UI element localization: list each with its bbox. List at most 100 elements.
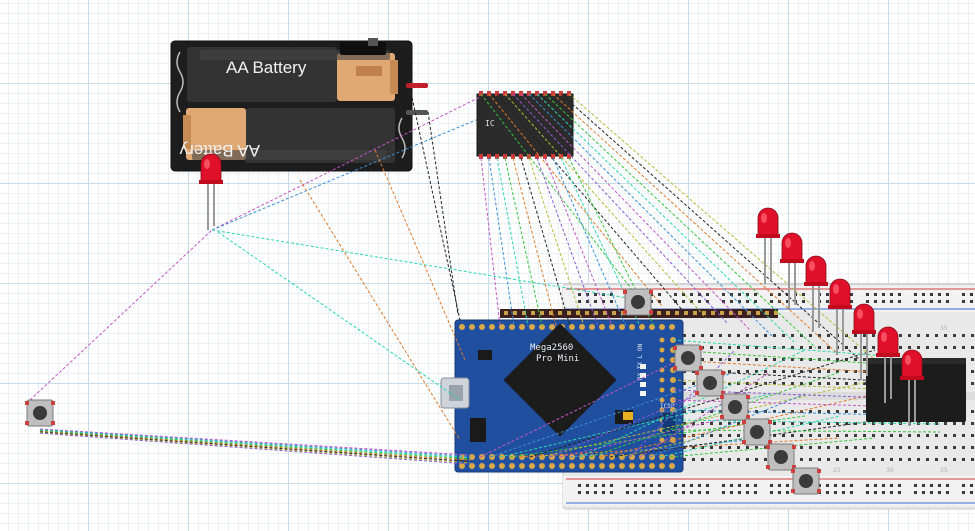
wire[interactable]: [589, 371, 841, 458]
breadboard-hole: [826, 300, 829, 303]
wire[interactable]: [579, 349, 806, 458]
wire[interactable]: [560, 93, 861, 361]
wire[interactable]: [672, 429, 941, 433]
breadboard-hole: [953, 458, 956, 461]
header-pin: [675, 311, 679, 315]
wire[interactable]: [512, 93, 729, 325]
breadboard-hole: [692, 410, 695, 413]
wire[interactable]: [39, 429, 471, 459]
wire[interactable]: [619, 437, 701, 458]
battery-terminal-negative[interactable]: [406, 110, 428, 115]
header-pin: [756, 311, 760, 315]
red-led-icon[interactable]: [900, 349, 924, 426]
wire[interactable]: [528, 157, 585, 327]
wire[interactable]: [544, 93, 817, 349]
wire[interactable]: [488, 157, 515, 327]
wire[interactable]: [479, 349, 701, 458]
wire[interactable]: [512, 157, 557, 327]
wire[interactable]: [649, 393, 806, 458]
board-pin: [509, 324, 515, 330]
breadboard-hole: [682, 484, 685, 487]
wire[interactable]: [489, 371, 736, 458]
wire[interactable]: [520, 157, 571, 327]
wire[interactable]: [536, 93, 795, 343]
pushbutton-icon[interactable]: [695, 369, 725, 397]
wire[interactable]: [539, 371, 911, 458]
wire[interactable]: [39, 429, 471, 457]
wire[interactable]: [569, 437, 771, 458]
battery-label-bottom: AA Battery: [179, 141, 260, 160]
ic-chip[interactable]: IC: [476, 91, 574, 159]
wire[interactable]: [39, 430, 471, 461]
wire[interactable]: [528, 93, 773, 337]
wire[interactable]: [211, 229, 641, 301]
wire[interactable]: [480, 157, 501, 327]
wire[interactable]: [529, 349, 876, 458]
wire[interactable]: [552, 93, 839, 355]
wire[interactable]: [672, 419, 941, 425]
red-led-icon[interactable]: [756, 207, 780, 284]
breadboard-hole: [690, 484, 693, 487]
status-led-labels: RX TX L ON: [637, 343, 644, 380]
breadboard-hole: [881, 434, 884, 437]
pushbutton-icon[interactable]: [766, 443, 796, 471]
wire[interactable]: [504, 93, 707, 319]
wire[interactable]: [39, 432, 471, 465]
breadboard-hole: [782, 434, 785, 437]
led-body: [805, 255, 827, 285]
pushbutton-icon[interactable]: [791, 467, 821, 495]
breadboard-hole: [971, 334, 974, 337]
red-led-icon[interactable]: [804, 255, 828, 332]
board-pin: [509, 463, 515, 469]
breadboard-hole: [827, 422, 830, 425]
red-led-icon[interactable]: [199, 153, 223, 230]
red-led-icon[interactable]: [780, 232, 804, 309]
wire[interactable]: [39, 430, 471, 460]
mega-pro-mini-board[interactable]: Mega2560 Pro Mini ICSP RX TX L ON: [440, 319, 684, 473]
wire[interactable]: [39, 432, 471, 464]
red-led-icon[interactable]: [876, 326, 900, 403]
battery-terminal-positive[interactable]: [406, 83, 428, 88]
wire[interactable]: [568, 93, 883, 367]
ic-pin: [503, 154, 507, 159]
breadboard-hole: [658, 300, 661, 303]
breadboard-hole: [854, 370, 857, 373]
breadboard-hole: [610, 293, 613, 296]
wire[interactable]: [427, 111, 459, 316]
wire[interactable]: [639, 371, 771, 458]
pushbutton-icon[interactable]: [720, 393, 750, 421]
button-pin: [51, 421, 55, 425]
wire[interactable]: [29, 229, 213, 401]
battery-switch[interactable]: [340, 42, 386, 55]
pushbutton-icon[interactable]: [25, 399, 55, 427]
wire[interactable]: [39, 431, 471, 462]
header-pin: [666, 311, 670, 315]
wire[interactable]: [504, 157, 543, 327]
wire[interactable]: [409, 87, 461, 321]
wire[interactable]: [544, 157, 613, 327]
red-led-icon[interactable]: [852, 303, 876, 380]
battery-pack[interactable]: AA Battery AA Battery: [170, 38, 428, 172]
wire[interactable]: [488, 93, 663, 307]
pushbutton-icon[interactable]: [623, 288, 653, 316]
wire[interactable]: [560, 157, 641, 327]
breadboard-hole: [962, 434, 965, 437]
red-led-icon[interactable]: [828, 278, 852, 355]
wire[interactable]: [374, 149, 466, 361]
breadboard-hole: [836, 422, 839, 425]
wire[interactable]: [496, 157, 529, 327]
wire[interactable]: [217, 231, 461, 401]
wire[interactable]: [299, 179, 461, 441]
pushbutton-icon[interactable]: [673, 344, 703, 372]
breadboard-hole: [642, 484, 645, 487]
breadboard-hole: [926, 446, 929, 449]
breadboard-hole: [791, 358, 794, 361]
wire[interactable]: [211, 119, 477, 231]
wire[interactable]: [39, 428, 471, 456]
pushbutton-icon[interactable]: [742, 418, 772, 446]
wire[interactable]: [496, 93, 685, 313]
wire[interactable]: [549, 393, 701, 458]
breadboard-hole: [938, 491, 941, 494]
breadboard-hole: [800, 446, 803, 449]
wire[interactable]: [552, 157, 627, 327]
